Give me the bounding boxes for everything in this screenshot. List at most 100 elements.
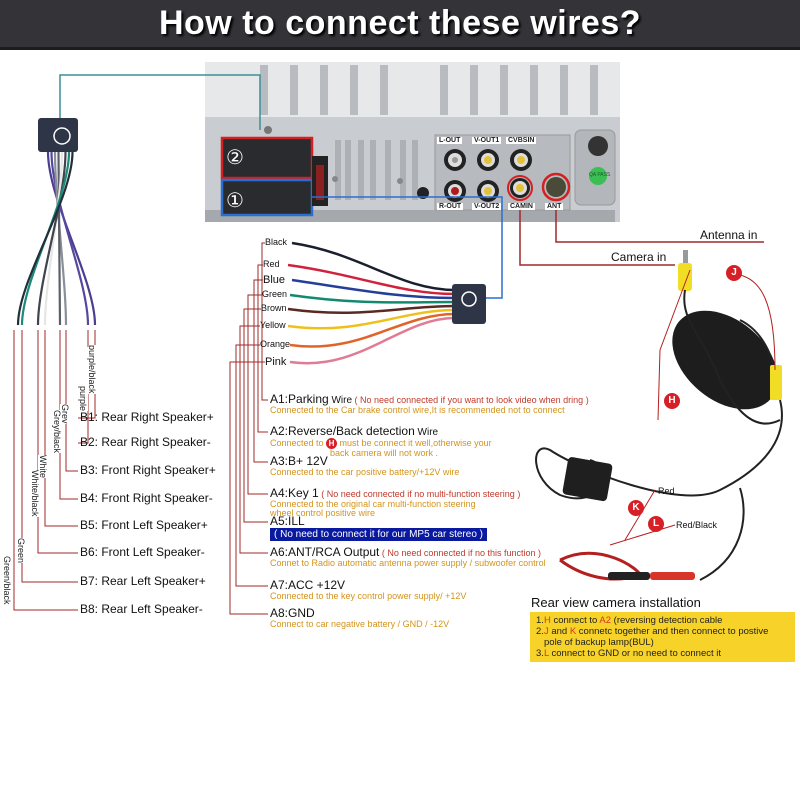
connector-2-number: ② <box>226 147 244 169</box>
connector-1-wire-label: Orange <box>260 339 291 349</box>
ant-leader <box>555 210 764 243</box>
connector-2-wire-label: Green/black <box>2 556 12 605</box>
camera-in-label: Camera in <box>611 250 667 264</box>
red-black-wire-label: Red/Black <box>676 520 718 530</box>
connector-2-wire <box>50 151 90 326</box>
badge-j: J <box>726 265 742 281</box>
connector-1-wire-label: Brown <box>261 303 287 313</box>
connector-2-wire-label: Green <box>16 538 26 564</box>
a-pin-leader <box>257 264 268 433</box>
b-pin-label: B8: Rear Left Speaker- <box>80 602 203 616</box>
connector-2-wire <box>46 151 97 326</box>
a-pin-4: A4:Key 1 ( No need connected if no multi… <box>270 486 520 518</box>
connector-1-wire-orange <box>289 312 456 348</box>
connector-1-wire-label: Pink <box>265 356 287 368</box>
connector-1-wire-brown <box>287 304 456 315</box>
a-pin-5: A5:ILL( No need to connect it for our MP… <box>270 514 487 541</box>
a-pin-description: Connect to car negative battery / GND / … <box>270 619 450 629</box>
port-label-camin: CAMIN <box>508 203 535 210</box>
connector-2-wire-label: purple/black <box>87 345 97 394</box>
title-bar: How to connect these wires? <box>0 0 800 50</box>
a-pin-heading: A4:Key 1 ( No need connected if no multi… <box>270 486 521 500</box>
a-pin-leader <box>253 279 268 463</box>
connector-2-wire <box>16 151 74 326</box>
b-pin-label: B5: Front Left Speaker+ <box>80 518 208 532</box>
rear-view-step-2-cont: pole of backup lamp(BUL) <box>544 637 654 648</box>
page-title: How to connect these wires? <box>158 4 642 42</box>
b-pin-label: B2: Rear Right Speaker- <box>80 435 211 449</box>
connector-2-socket <box>220 136 314 180</box>
connector-2-leader <box>59 74 261 130</box>
rear-view-step-1: 1.H connect to A2 (reversing detection c… <box>536 615 723 626</box>
camera-cable <box>535 250 783 581</box>
connector-2-wire <box>36 151 67 326</box>
rear-view-instructions: 1.H connect to A2 (reversing detection c… <box>530 612 795 662</box>
connector-1-leader <box>312 196 503 299</box>
antenna-in-label: Antenna in <box>700 228 758 242</box>
a-pin-description-cont: back camera will not work . <box>330 448 439 458</box>
a-pin-heading: A1:Parking Wire ( No need connected if y… <box>270 392 589 406</box>
connector-1-wire-black <box>291 241 456 292</box>
b-pin-label: B1: Rear Right Speaker+ <box>80 410 214 424</box>
b-pin-leader <box>65 330 78 472</box>
b-pin-label: B3: Front Right Speaker+ <box>80 463 216 477</box>
a-pin-leader <box>243 308 268 523</box>
connector-2-wire-label: Grey/black <box>52 410 62 454</box>
connector-1-wire-red <box>287 263 456 296</box>
b-pin-label: B7: Rear Left Speaker+ <box>80 574 206 588</box>
b-pin-leader <box>59 330 78 500</box>
a-pin-heading: A8:GND <box>270 606 315 620</box>
connector-1-wire-label: Blue <box>263 274 286 286</box>
port-label-v-out2: V-OUT2 <box>472 203 502 210</box>
b-pin-leader <box>13 330 78 611</box>
a-pin-heading: A7:ACC +12V <box>270 578 346 592</box>
connector-1-wire-label: Yellow <box>260 320 286 330</box>
connector-1-plug <box>452 284 486 324</box>
connector-2-wire <box>57 151 62 326</box>
a-pin-leader <box>261 242 268 401</box>
port-label-cvbsin: CVBSIN <box>506 137 537 144</box>
a-pin-leaders <box>229 242 268 615</box>
badge-h: H <box>664 393 680 409</box>
a-pin-leader <box>229 361 268 615</box>
a-pin-blue-note: ( No need to connect it for our MP5 car … <box>270 528 487 541</box>
connector-1-wire-yellow <box>287 308 456 330</box>
b-pin-leader <box>44 330 78 527</box>
a-pin-1: A1:Parking Wire ( No need connected if y… <box>270 392 589 415</box>
a-pin-description: Connected to the car positive battery/+1… <box>270 467 460 477</box>
rear-view-step-2: 2.J and K connetc together and then conn… <box>536 626 769 637</box>
b-pin-leader <box>37 330 78 554</box>
badge-h-inline: H <box>326 438 338 449</box>
rear-view-step-3: 3.L connect to GND or no need to connect… <box>536 648 722 659</box>
a-pin-heading: A6:ANT/RCA Output ( No need connected if… <box>270 545 541 559</box>
connector-2-plug <box>38 118 78 152</box>
a-pin-leader <box>235 344 268 587</box>
badge-l: L <box>648 516 664 532</box>
port-label-v-out1: V-OUT1 <box>472 137 502 144</box>
connector-1-socket <box>220 178 314 217</box>
a-pin-description-cont: wheel control positive wire <box>270 508 376 518</box>
b-pin-label: B6: Front Left Speaker- <box>80 545 205 559</box>
a-pin-leader <box>239 325 268 554</box>
badge-k: K <box>628 500 644 516</box>
connector-2-wire <box>43 151 64 326</box>
a-pin-description: Connected to the Car brake control wire,… <box>270 405 565 415</box>
port-label-ant: ANT <box>545 203 564 210</box>
head-unit <box>205 62 620 222</box>
connector-1-wires <box>287 241 456 365</box>
b-pin-label: B4: Front Right Speaker- <box>80 491 213 505</box>
b-pin-leader <box>21 330 78 583</box>
connector-2-wire <box>53 151 68 326</box>
connector-2-wire-label: White/black <box>30 470 40 517</box>
port-label-l-out: L-OUT <box>437 137 463 144</box>
a-pin-description: Connected to H must be connect it well,o… <box>270 438 492 449</box>
a-pin-heading: A3:B+ 12V <box>270 454 328 468</box>
connector-1-wire-label: Red <box>263 259 280 269</box>
rear-view-title: Rear view camera installation <box>531 595 701 610</box>
a-pin-description: Connected to the original car multi-func… <box>270 499 476 509</box>
red-wire-label: Red <box>658 486 675 496</box>
